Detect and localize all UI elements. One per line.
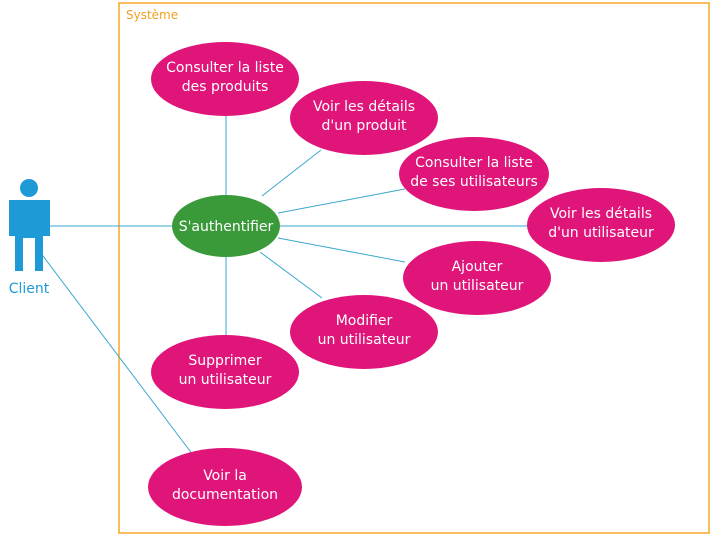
usecase-label: un utilisateur (431, 278, 524, 294)
usecase-label: Modifier (336, 313, 393, 329)
association-lines (39, 116, 530, 460)
usecase-s-authentifier[interactable]: S'authentifier (172, 195, 280, 257)
usecase-shape (151, 335, 299, 409)
usecase-shape (290, 81, 438, 155)
usecase-voir-les-details-d-un-produit[interactable]: Voir les détails d'un produit (290, 81, 438, 155)
usecase-label: Voir les détails (550, 206, 652, 222)
line-auth-details-produit (261, 149, 322, 197)
usecase-label: un utilisateur (179, 372, 272, 388)
usecase-ajouter-un-utilisateur[interactable]: Ajouter un utilisateur (403, 241, 551, 315)
usecase-shape (151, 42, 299, 116)
usecase-shape (290, 295, 438, 369)
usecase-label: Voir les détails (313, 99, 415, 115)
line-client-documentation (39, 251, 197, 460)
usecase-consulter-la-liste-de-ses-utilisateurs[interactable]: Consulter la liste de ses utilisateurs (399, 137, 549, 211)
line-auth-modifier-utilisateur (259, 251, 323, 299)
actor-label: Client (9, 281, 50, 297)
actor-body (9, 200, 50, 271)
actor-head (20, 179, 38, 197)
usecase-label: Supprimer (188, 353, 261, 369)
usecase-modifier-un-utilisateur[interactable]: Modifier un utilisateur (290, 295, 438, 369)
usecase-shape (527, 188, 675, 262)
usecase-consulter-la-liste-des-produits[interactable]: Consulter la liste des produits (151, 42, 299, 116)
usecase-shape (148, 448, 302, 526)
usecase-label: des produits (182, 79, 269, 95)
auth-shape (172, 195, 280, 257)
usecase-label: de ses utilisateurs (410, 174, 538, 190)
usecase-label: documentation (172, 487, 278, 503)
usecase-voir-la-documentation[interactable]: Voir la documentation (148, 448, 302, 526)
person-icon (9, 179, 50, 271)
usecase-voir-les-details-d-un-utilisateur[interactable]: Voir les détails d'un utilisateur (527, 188, 675, 262)
usecase-label: Ajouter (452, 259, 503, 275)
usecase-label: Consulter la liste (166, 60, 284, 76)
usecase-label: Consulter la liste (415, 155, 533, 171)
usecase-label: un utilisateur (318, 332, 411, 348)
usecase-shape (399, 137, 549, 211)
auth-label: S'authentifier (179, 219, 274, 235)
usecase-shape (403, 241, 551, 315)
usecase-label: d'un utilisateur (548, 225, 654, 241)
usecase-supprimer-un-utilisateur[interactable]: Supprimer un utilisateur (151, 335, 299, 409)
line-auth-consulter-utilisateurs (277, 188, 406, 214)
system-title: Système (126, 8, 178, 22)
line-auth-ajouter-utilisateur (277, 237, 406, 263)
system-boundary (118, 2, 710, 534)
usecase-label: Voir la (203, 468, 247, 484)
usecase-label: d'un produit (322, 118, 407, 134)
